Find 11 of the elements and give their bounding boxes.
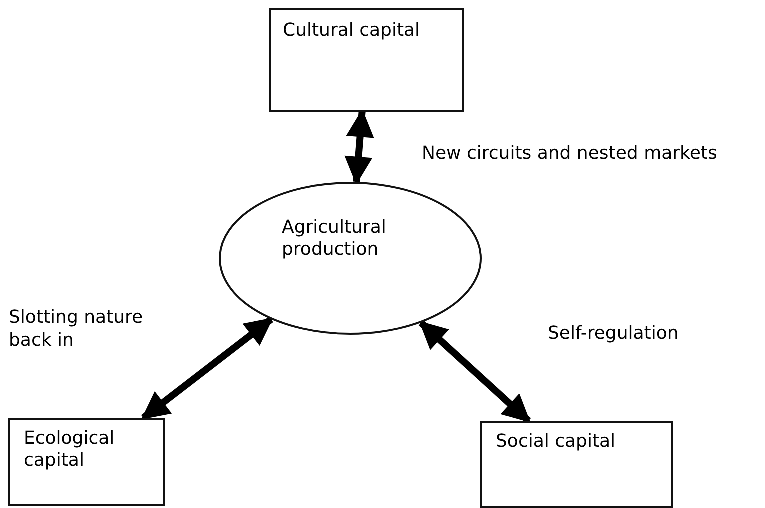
production-ellipse <box>219 182 482 335</box>
capital-box <box>480 421 673 508</box>
edge-label: Self-regulation <box>548 322 679 346</box>
node-label: Agricultural production <box>282 217 388 260</box>
double-arrow <box>418 320 532 424</box>
capital-box <box>8 418 165 506</box>
node-label: Social capital <box>496 431 617 453</box>
node-label: Cultural capital <box>283 20 422 42</box>
double-arrow <box>141 316 274 421</box>
capital-box <box>269 8 464 112</box>
node-label: Ecological capital <box>24 428 116 472</box>
